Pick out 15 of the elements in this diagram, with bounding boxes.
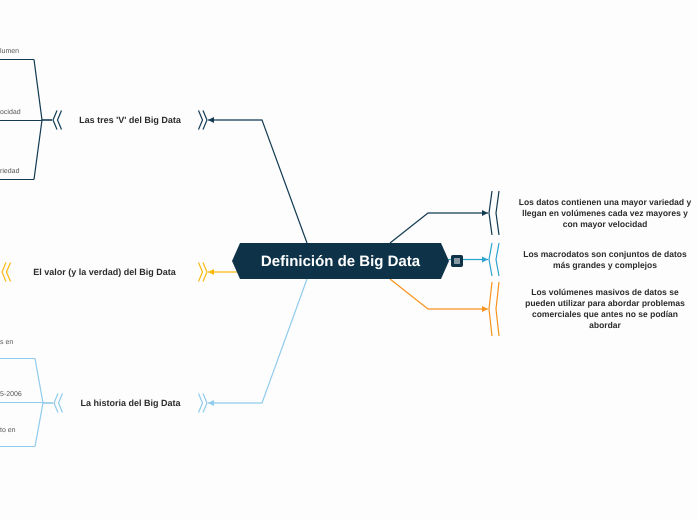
connector-line — [33, 119, 52, 180]
connector-arrow — [208, 117, 308, 244]
connector-arrow — [390, 210, 488, 244]
topic-label: La historia del Big Data — [79, 398, 182, 408]
topic-description: Los macrodatos son conjuntos de datos más grandes y complejos — [522, 248, 688, 270]
topic-label: Las tres 'V' del Big Data — [78, 115, 182, 125]
connector-arrow — [448, 256, 488, 262]
connector-line — [34, 402, 53, 447]
central-topic-title: Definición de Big Data — [260, 252, 420, 270]
connector-arrow — [390, 278, 488, 312]
topic-description: Los volúmenes masivos de datos se pueden utilizar para abordar problemas comerciales que antes no se podían abordar — [524, 287, 686, 331]
connector-arrow — [208, 269, 237, 275]
topic-label: El valor (y la verdad) del Big Data — [32, 267, 177, 277]
topic-description: Los datos contienen una mayor variedad y llegan en volúmenes cada vez mayores y con mayor velocidad — [518, 196, 692, 230]
connector-arrow — [208, 278, 308, 406]
